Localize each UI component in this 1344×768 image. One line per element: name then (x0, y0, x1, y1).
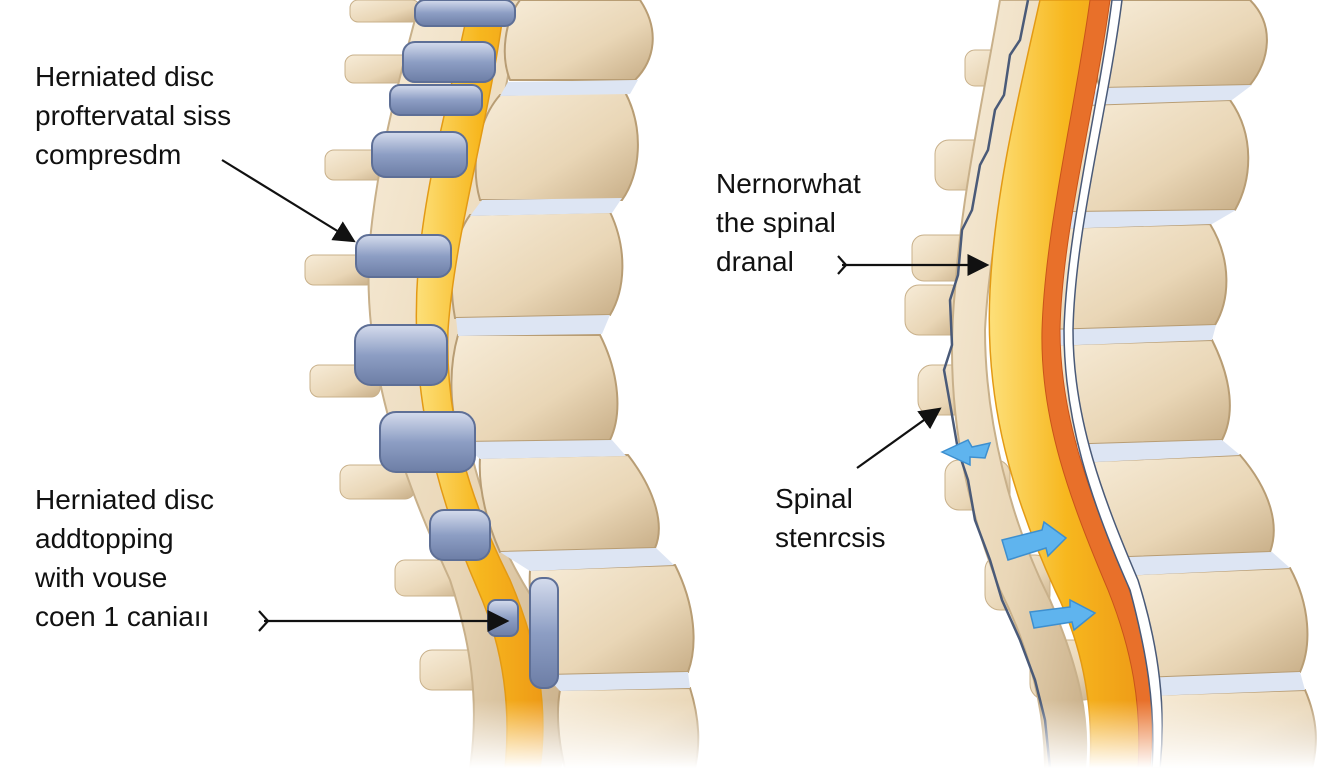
right-dura-outline (942, 0, 1052, 768)
blue-arrow-icon (940, 439, 992, 467)
left-disc-rings (354, 0, 559, 689)
label-spinal-canal: Nernorwhat the spinal dranal (716, 164, 861, 281)
label-line: compresdm (35, 139, 182, 170)
leader-tick-right (837, 255, 848, 275)
leader-tick-bottom (258, 610, 270, 632)
blue-arrow-icon (1029, 598, 1097, 632)
right-cord-white-layer (1063, 0, 1163, 768)
label-line: stenrcsis (775, 522, 886, 553)
label-line: Herniated disc (35, 61, 214, 92)
leader-arrow-herniated-top (221, 159, 356, 243)
label-herniated-disc-bottom: Herniated disc addtopping with vouse coe… (35, 480, 214, 636)
blue-arrow-icon (1001, 520, 1068, 561)
label-line: Spinal (775, 483, 853, 514)
label-line: the spinal (716, 207, 836, 238)
compression-arrows (940, 439, 1097, 632)
leader-lines (221, 159, 990, 632)
label-line: with vouse (35, 562, 168, 593)
right-spine (904, 0, 1317, 768)
right-cord-red-layer (1041, 0, 1153, 768)
left-intervertebral-discs (456, 80, 690, 691)
left-vertebral-bodies (450, 0, 700, 768)
label-line: coen 1 caniaıı (35, 601, 210, 632)
label-herniated-disc-top: Herniated disc proftervatal siss compres… (35, 57, 231, 174)
label-spinal-stenosis: Spinal stenrcsis (775, 479, 885, 557)
leader-arrow-stenosis (856, 407, 942, 469)
right-intervertebral-discs (1045, 85, 1305, 696)
label-line: Herniated disc (35, 484, 214, 515)
label-line: proftervatal siss (35, 100, 232, 131)
label-line: dranal (716, 246, 794, 277)
label-line: Nernorwhat (716, 168, 861, 199)
left-spine (304, 0, 700, 768)
label-line: addtopping (35, 523, 174, 554)
